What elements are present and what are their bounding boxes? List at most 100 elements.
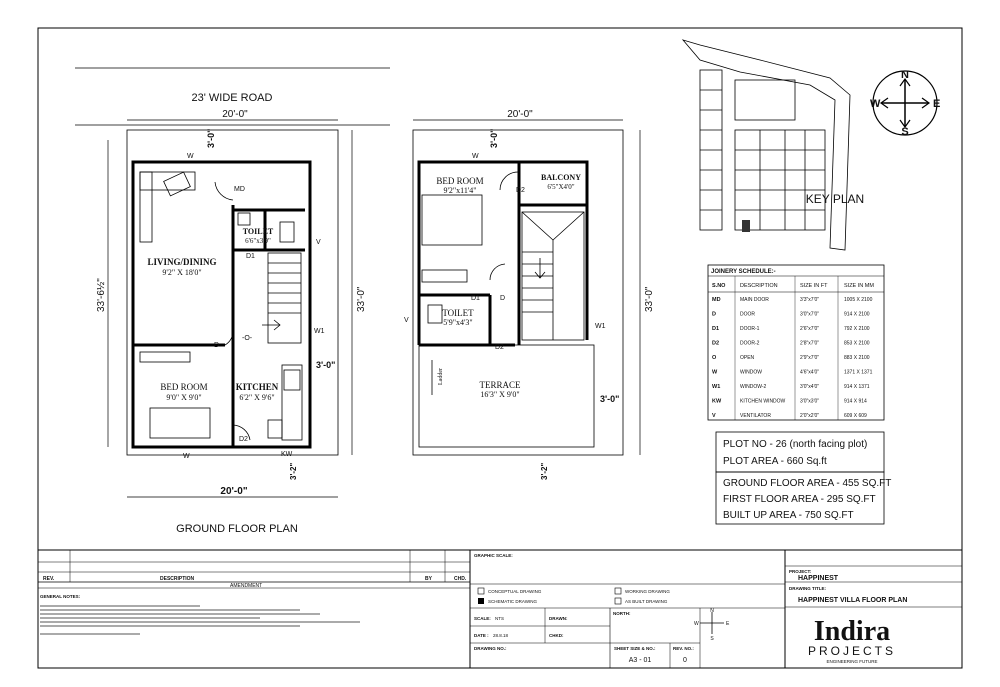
tb-working-checkbox	[614, 587, 622, 595]
compass-south: S	[901, 126, 908, 138]
joinery-cell-ft: 2'6"x7'0"	[800, 326, 819, 332]
tb-conceptual-label: CONCEPTUAL DRAWING	[488, 589, 542, 594]
main-door-swing	[214, 181, 234, 201]
joinery-cell-sno: W1	[712, 384, 720, 390]
joinery-cell-ft: 2'9"x7'0"	[800, 355, 819, 361]
compass-north: N	[901, 69, 909, 81]
ff-setback-bottom: 3'-2"	[540, 463, 549, 480]
setback-bottom: 3'-2"	[289, 463, 298, 480]
joinery-cell-sno: D1	[712, 326, 719, 332]
joinery-header-description: DESCRIPTION	[740, 283, 778, 289]
tb-schematic-checkbox	[478, 598, 484, 604]
key-plan: KEY PLAN	[681, 39, 864, 251]
tb-notes-lines	[40, 605, 360, 635]
ff-setback-right: 3'-0"	[600, 394, 619, 404]
built-up-area: BUILT UP AREA - 750 SQ.FT	[723, 510, 854, 521]
ff-right-dimension: 33'-0"	[644, 286, 655, 312]
joinery-cell-ft: 3'0"x7'0"	[800, 312, 819, 318]
joinery-cell-description: MAIN DOOR	[740, 297, 769, 303]
joinery-cell-description: DOOR-2	[740, 341, 760, 347]
tb-by-header: BY	[425, 576, 433, 582]
tag-window-1: W1	[314, 328, 325, 335]
tb-drawing-no-label: DRAWING NO.:	[474, 646, 507, 651]
tag-kitchen-window: KW	[281, 451, 293, 458]
first-floor-plan: 20'-0" 3'-0" BED ROOM 9'2"x11'4" BA	[404, 109, 655, 480]
key-plan-road	[681, 39, 851, 251]
ground-floor-plan: 23' WIDE ROAD 20'-0" 3'-0"	[75, 67, 390, 535]
title-block: REV. DESCRIPTION BY CHD. AMENDMENT GENER…	[38, 549, 962, 668]
plot-area: PLOT AREA - 660 Sq.ft	[723, 456, 827, 467]
joinery-cell-description: DOOR-1	[740, 326, 760, 332]
stair-treads	[268, 262, 301, 314]
joinery-cell-ft: 3'3"x7'0"	[800, 297, 819, 303]
tb-rev-no-label: REV. NO.:	[673, 646, 694, 651]
joinery-cell-description: KITCHEN WINDOW	[740, 399, 786, 405]
joinery-cell-ft: 3'0"x3'0"	[800, 399, 819, 405]
toilet-name: TOILET	[243, 227, 274, 236]
right-dimension: 33'-0"	[356, 286, 367, 312]
stair-block	[267, 252, 302, 344]
joinery-cell-sno: D2	[712, 341, 719, 347]
tag-opening: -O-	[242, 335, 253, 342]
plot-number: PLOT NO - 26 (north facing plot)	[723, 439, 867, 450]
joinery-title: JOINERY SCHEDULE:-	[711, 269, 776, 275]
tb-mini-compass-s: S	[710, 636, 714, 642]
bedroom-name: BED ROOM	[160, 382, 207, 392]
compass-east: E	[933, 98, 940, 110]
joinery-cell-sno: O	[712, 355, 717, 361]
joinery-cell-sno: D	[712, 312, 716, 318]
compass: N S E W	[870, 69, 940, 138]
joinery-cell-mm: 792 X 2100	[844, 326, 870, 332]
sheet-border	[37, 27, 963, 669]
joinery-cell-mm: 914 X 1371	[844, 384, 870, 390]
company-logo-tagline: ENGINEERING FUTURE	[826, 659, 877, 664]
joinery-cell-ft: 2'0"x2'0"	[800, 413, 819, 419]
bottom-dimension: 20'-0"	[220, 486, 247, 497]
ff-tag-door-2-top: D2	[516, 187, 525, 194]
tb-asbuilt-label: AS BUILT DRAWING	[625, 599, 668, 604]
stair-arrow	[262, 319, 281, 331]
tb-rev-value: 0	[683, 657, 687, 664]
living-room-size: 9'2" X 18'0"	[162, 268, 201, 277]
ff-bed	[421, 194, 483, 246]
tb-description-header: DESCRIPTION	[160, 576, 195, 582]
tag-main-door: MD	[234, 186, 245, 193]
key-plan-highlighted-plot	[742, 220, 750, 232]
tag-window-top: W	[187, 153, 194, 160]
ff-top-dimension: 20'-0"	[507, 109, 533, 120]
tag-window-bottom: W	[183, 453, 190, 460]
joinery-cell-mm: 609 X 609	[844, 413, 867, 419]
left-dimension: 33'-6½"	[96, 278, 107, 312]
tb-mini-compass: N S E W	[694, 608, 730, 642]
ff-bedroom-door-swing	[489, 263, 506, 281]
joinery-header-mm: SIZE IN MM	[844, 283, 874, 289]
key-plan-plots	[699, 69, 826, 231]
tb-rev-header: REV.	[43, 576, 55, 582]
sofa-left	[139, 171, 153, 243]
ff-toilet-name: TOILET	[442, 308, 474, 318]
ff-stair-landing	[521, 211, 585, 241]
tb-project-label: PROJECT:	[789, 569, 812, 574]
ff-bedroom-name: BED ROOM	[436, 176, 483, 186]
tb-graphic-scale: GRAPHIC SCALE:	[474, 553, 513, 558]
tb-date-label: DATE :	[474, 633, 489, 638]
joinery-cell-description: VENTILATOR	[740, 413, 771, 419]
tb-mini-compass-e: E	[726, 621, 730, 627]
kitchen-name: KITCHEN	[236, 382, 279, 392]
ff-balcony-size: 6'5"X4'0"	[547, 183, 574, 191]
bedroom-size: 9'0" X 9'0"	[166, 393, 201, 402]
joinery-cell-ft: 2'8"x7'0"	[800, 341, 819, 347]
ff-tag-window-1: W1	[595, 323, 606, 330]
ff-plot-boundary	[412, 129, 624, 456]
top-dimension: 20'-0"	[222, 109, 248, 120]
joinery-schedule: JOINERY SCHEDULE:- S.NO DESCRIPTION SIZE…	[707, 264, 885, 421]
tb-general-notes: GENERAL NOTES:	[40, 594, 81, 599]
tag-ventilator: V	[316, 239, 321, 246]
ff-toilet-size: 5'9"x4'3"	[443, 318, 472, 327]
tb-drawn-label: DRAWN:	[549, 616, 568, 621]
tb-mini-compass-n: N	[710, 608, 714, 614]
joinery-cell-description: WINDOW	[740, 370, 762, 376]
tb-working-label: WORKING DRAWING	[625, 589, 670, 594]
bed	[149, 407, 211, 439]
